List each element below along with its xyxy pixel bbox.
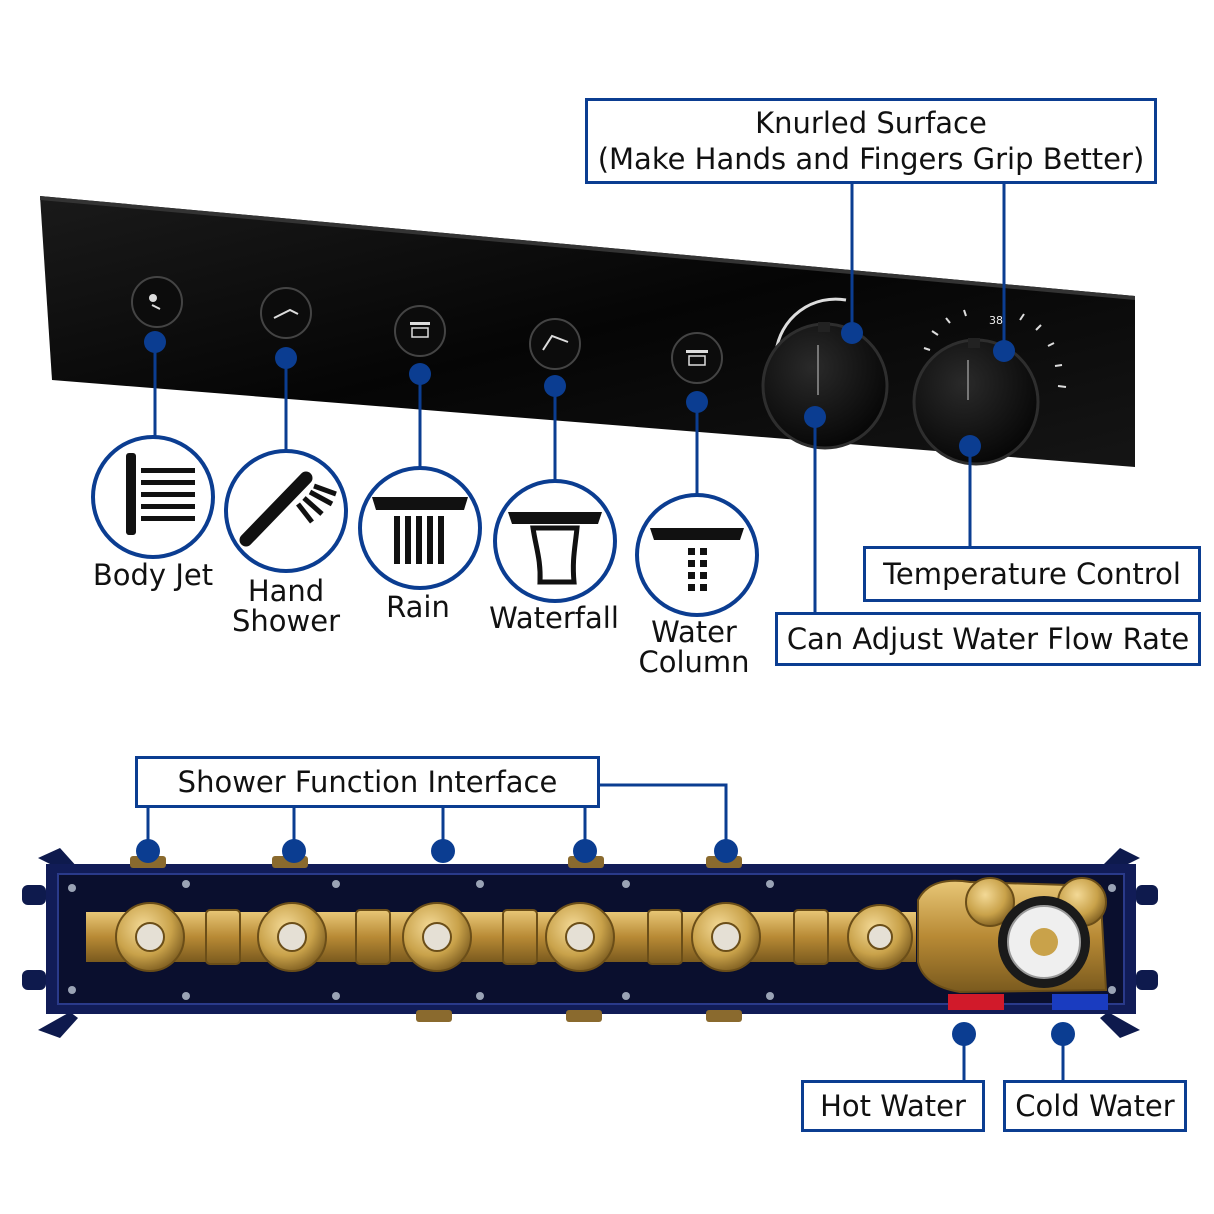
- valve-body: [22, 848, 1158, 1038]
- body-jet-button[interactable]: [131, 276, 183, 328]
- knurled-surface-subtitle: (Make Hands and Fingers Grip Better): [597, 142, 1145, 176]
- rain-button[interactable]: [394, 305, 446, 357]
- knob-leaders: [804, 182, 1015, 612]
- hand-shower-icon: [224, 449, 348, 573]
- dial-number: 38: [989, 314, 1003, 327]
- interface-markers: [136, 839, 738, 863]
- flow-knob[interactable]: [761, 297, 889, 450]
- water-inlet-leaders: [952, 1022, 1075, 1080]
- function-label-body-jet: Body Jet: [92, 558, 214, 592]
- function-leaders: [144, 331, 708, 496]
- temperature-control-callout: Temperature Control: [863, 546, 1201, 602]
- hand-shower-button[interactable]: [260, 287, 312, 339]
- body-jet-icon: [91, 435, 215, 559]
- temperature-scale: [923, 309, 1067, 388]
- control-panel: 38: [40, 196, 1135, 467]
- hot-water-callout: Hot Water: [801, 1080, 985, 1132]
- knurled-surface-title: Knurled Surface: [755, 106, 987, 140]
- function-label-waterfall: Waterfall: [489, 601, 619, 635]
- waterfall-button[interactable]: [529, 318, 581, 370]
- waterfall-icon: [493, 479, 617, 603]
- flow-rate-callout: Can Adjust Water Flow Rate: [775, 612, 1201, 666]
- knurled-surface-callout: Knurled Surface (Make Hands and Fingers …: [585, 98, 1157, 184]
- water-column-button[interactable]: [671, 332, 723, 384]
- shower-function-interface-callout: Shower Function Interface: [135, 756, 600, 808]
- function-label-water-column: Water Column: [638, 615, 750, 679]
- temperature-knob[interactable]: 38: [912, 309, 1067, 466]
- function-label-rain: Rain: [386, 590, 450, 624]
- rain-icon: [358, 466, 482, 590]
- water-column-icon: [635, 493, 759, 617]
- function-label-hand-shower: Hand Shower: [231, 574, 340, 638]
- cold-water-callout: Cold Water: [1003, 1080, 1187, 1132]
